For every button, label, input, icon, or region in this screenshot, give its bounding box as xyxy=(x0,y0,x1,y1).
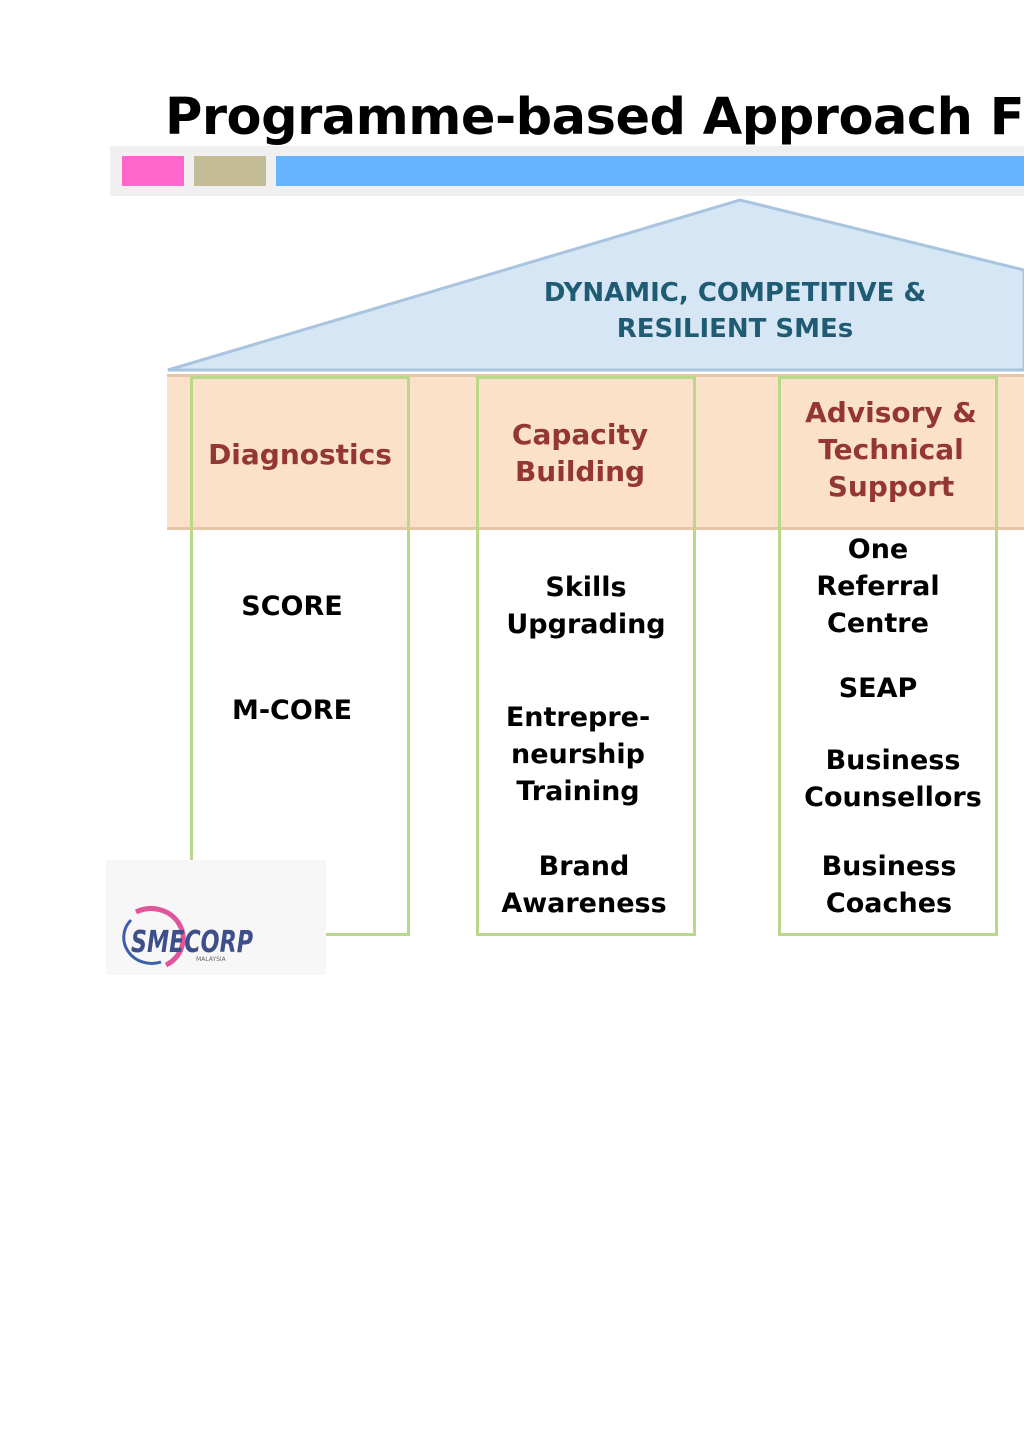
pillar-item-entrepreneurship-training: Entrepre- neurship Training xyxy=(505,702,651,807)
slide-title: Programme-based Approach Fr xyxy=(165,88,1024,147)
pillar-item-brand-awareness: Brand Awareness xyxy=(501,851,667,919)
pillar-item-business-coaches: Business Coaches xyxy=(821,851,957,919)
pillar-capacity-building xyxy=(476,376,696,936)
pillar-heading-diagnostics: Diagnostics xyxy=(208,438,392,471)
pillar-heading-capacity-building: Capacity Building xyxy=(511,418,649,488)
logo-subtext: MALAYSIA xyxy=(196,956,227,963)
pillar-item-skills-upgrading: Skills Upgrading xyxy=(506,572,666,640)
pillar-item-one-referral-centre: One Referral Centre xyxy=(816,534,940,639)
pillar-heading-advisory: Advisory & Technical Support xyxy=(805,396,977,503)
pillar-item-m-core: M-CORE xyxy=(231,695,353,726)
roof-label: DYNAMIC, COMPETITIVE & RESILIENT SMEs xyxy=(543,278,927,344)
blue-accent-bar xyxy=(276,156,1024,186)
pillar-item-business-counsellors: Business Counsellors xyxy=(804,745,982,813)
roof-triangle xyxy=(167,198,1024,372)
smecorp-logo: SMECORP MALAYSIA xyxy=(106,860,326,975)
pillar-advisory-technical-support xyxy=(778,376,998,936)
pillar-item-score: SCORE xyxy=(241,591,343,622)
tan-accent-block xyxy=(194,156,266,186)
logo-text: SMECORP xyxy=(131,925,253,960)
pillar-item-seap: SEAP xyxy=(838,673,918,704)
pink-accent-block xyxy=(122,156,184,186)
pillar-heading-band xyxy=(167,374,1024,530)
